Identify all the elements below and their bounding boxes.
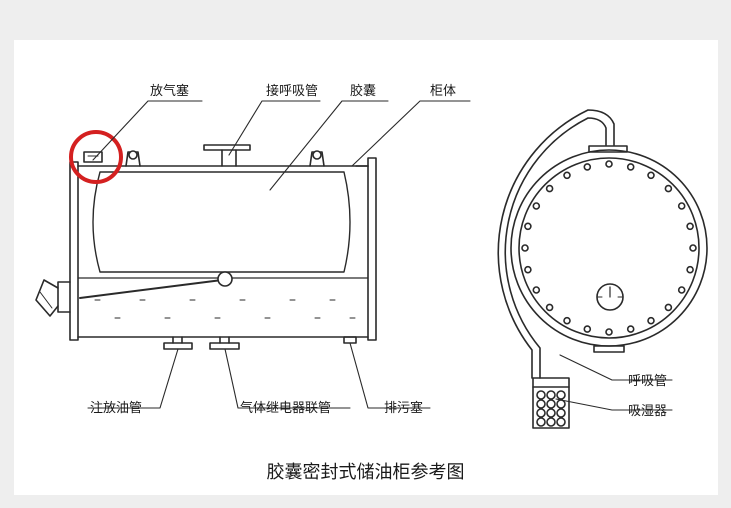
- flange-bolt: [532, 286, 541, 294]
- end-bottom-flange: [593, 345, 625, 353]
- flange-bolt: [583, 163, 592, 171]
- indicator-stub: [35, 279, 59, 317]
- desiccant-bead: [536, 417, 546, 427]
- desiccant-bead: [556, 399, 566, 409]
- leader-breather: [228, 100, 321, 156]
- label-cabinet-body: 柜体: [430, 84, 457, 99]
- flange-bolt: [545, 184, 554, 193]
- label-gas-relay-pipe: 气体继电器联管: [240, 401, 332, 416]
- flange-bolt: [626, 325, 635, 333]
- drawing-panel: [14, 40, 718, 495]
- float-ball: [217, 271, 233, 287]
- flange-bolt: [686, 222, 694, 231]
- right-end-plate: [367, 157, 377, 341]
- float-arm: [79, 279, 223, 299]
- leader-lines-end: [555, 354, 673, 411]
- flange-bolts: [521, 160, 697, 336]
- label-bladder: 胶囊: [350, 84, 377, 99]
- end-top-flange: [588, 145, 628, 153]
- highlight-circle: [69, 130, 123, 184]
- flange-bolt: [532, 202, 541, 210]
- flange-bolt: [664, 184, 673, 193]
- breathing-pipe-outer: [504, 117, 607, 379]
- flange-bolt: [605, 160, 613, 168]
- label-fill-drain-pipe: 注放油管: [90, 401, 143, 416]
- desiccant-bead: [546, 390, 556, 400]
- desiccant-bead: [546, 399, 556, 409]
- desiccant-bead: [536, 390, 546, 400]
- dehumidifier-body: [532, 377, 570, 429]
- desiccant-bead: [556, 408, 566, 418]
- label-dehumidifier: 吸湿器: [628, 404, 668, 419]
- dehumidifier-beads: [536, 390, 566, 427]
- leader-sewage: [349, 342, 431, 409]
- label-breathing-pipe: 呼吸管: [628, 374, 668, 389]
- label-vent-plug: 放气塞: [150, 84, 190, 99]
- flange-bolt: [626, 163, 635, 171]
- leader-dehumidifier: [555, 398, 673, 411]
- label-sewage-plug: 排污塞: [384, 401, 424, 416]
- flange-bolt: [677, 286, 686, 294]
- flange-bolt: [677, 202, 686, 210]
- vent-plug-body: [83, 151, 103, 163]
- oil-hatching: [94, 299, 356, 319]
- flange-bolt: [524, 222, 532, 231]
- flange-bolt: [664, 303, 673, 312]
- lifting-lug-right: [312, 150, 322, 160]
- end-view: [497, 109, 708, 429]
- flange-bolt: [521, 244, 529, 252]
- flange-bolt: [524, 265, 532, 274]
- desiccant-bead: [546, 417, 556, 427]
- figure-caption: 胶囊密封式储油柜参考图: [266, 462, 465, 483]
- indicator-flange: [57, 281, 71, 313]
- leader-cabinet: [351, 100, 471, 167]
- bladder-shape: [92, 171, 351, 273]
- flange-bolt: [686, 265, 694, 274]
- lifting-lug-left: [128, 150, 138, 160]
- leader-vent-plug: [92, 100, 203, 161]
- leader-bladder: [269, 100, 389, 191]
- flange-bolt: [647, 171, 655, 180]
- flange-bolt: [583, 325, 592, 333]
- desiccant-bead: [556, 390, 566, 400]
- leader-fill-drain: [87, 348, 179, 409]
- desiccant-bead: [556, 417, 566, 427]
- flange-bolt: [605, 328, 613, 336]
- breathing-pipe-inner: [497, 109, 615, 379]
- desiccant-bead: [536, 399, 546, 409]
- breather-flange: [203, 144, 251, 151]
- flange-bolt: [563, 171, 571, 180]
- left-end-plate: [69, 161, 79, 341]
- flange-bolt: [647, 316, 655, 325]
- leader-gas-relay: [224, 348, 351, 409]
- flange-bolt: [545, 303, 554, 312]
- leader-lines-side: [87, 100, 471, 409]
- leader-breathing-pipe: [559, 354, 673, 381]
- desiccant-bead: [546, 408, 556, 418]
- flange-bolt: [563, 316, 571, 325]
- flange-bolt: [689, 244, 697, 252]
- label-breather-pipe: 接呼吸管: [266, 84, 319, 99]
- end-flange-inner: [518, 157, 700, 339]
- desiccant-bead: [536, 408, 546, 418]
